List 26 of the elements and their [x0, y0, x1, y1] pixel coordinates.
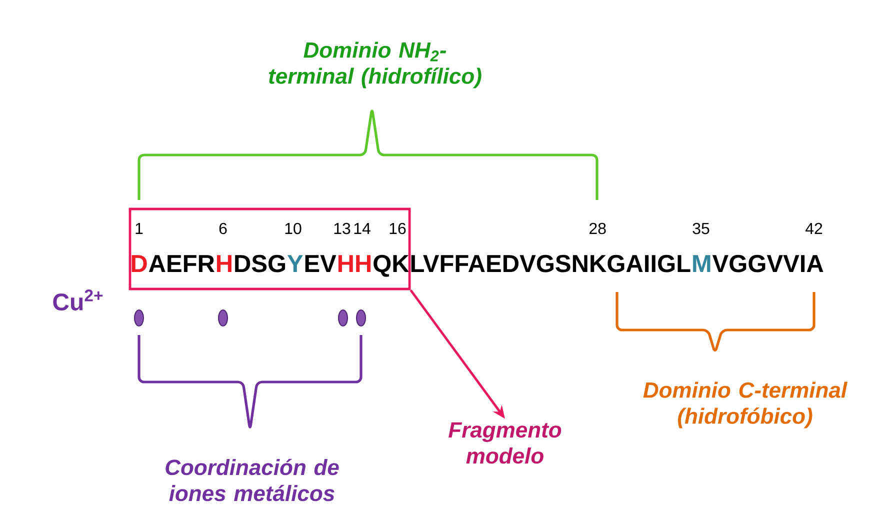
fragment-box	[128, 208, 411, 290]
sequence-text: EV	[305, 255, 336, 272]
residue-number: 28	[590, 222, 606, 234]
sequence-text: AEFR	[148, 255, 214, 272]
residue-number: 35	[692, 222, 710, 234]
sequence-text: H	[217, 255, 232, 272]
residue-number: 42	[805, 222, 822, 234]
sequence-text: Y	[287, 255, 303, 272]
residue-number: 1	[136, 222, 143, 234]
ion-label: Cu$^{2+}$	[53, 290, 103, 310]
domain-label: Coordinación de iones metálicos	[166, 458, 339, 502]
residue-number: 16	[390, 222, 406, 234]
residue-number: 6	[219, 222, 227, 234]
sequence-text: LVFFAEDVGSNKGAIIGL	[411, 254, 690, 272]
residue-number: 13	[334, 222, 350, 234]
sequence-text: M	[693, 255, 710, 272]
domain-label: Dominio NH$_{2}$-terminal (hidrofílico)	[268, 42, 482, 88]
sequence-text: QK	[374, 254, 410, 277]
residue-number: 14	[354, 222, 370, 234]
sequence-text: D	[132, 255, 147, 272]
sequence-text: DSG	[235, 254, 286, 272]
sequence-text: VGGVVIA	[712, 254, 824, 272]
residue-number: 10	[285, 222, 302, 234]
sequence-text: HH	[338, 255, 371, 272]
domain-label: Dominio C-terminal (hidrofóbico)	[643, 382, 848, 428]
fragment-label: Fragmento modelo	[448, 422, 562, 464]
